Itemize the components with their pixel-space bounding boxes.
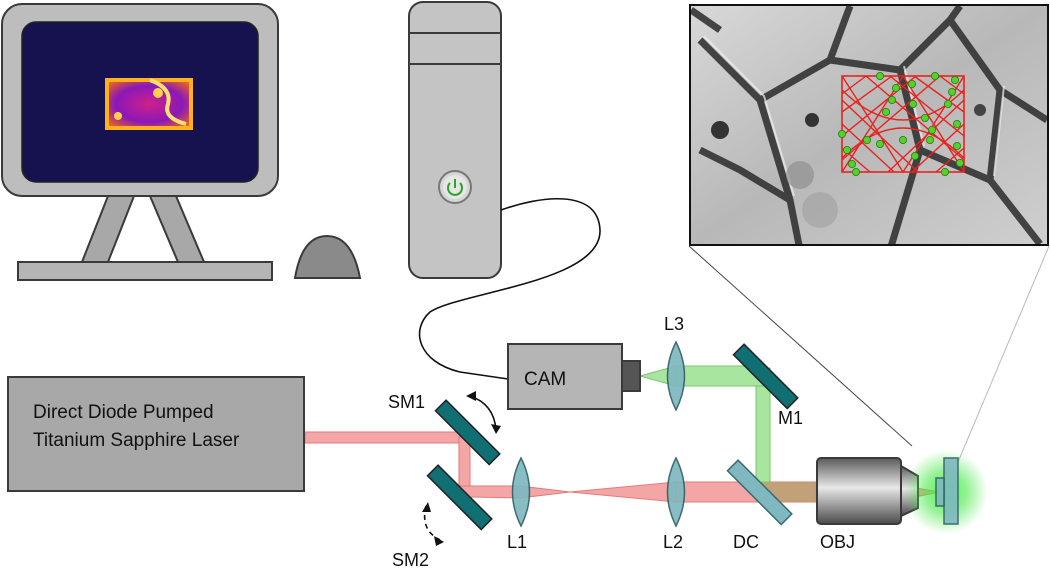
sm1-arrowhead-top (466, 391, 476, 401)
emission-beam (638, 365, 771, 483)
label-l2: L2 (663, 532, 683, 552)
sm2-arrowhead-top (422, 502, 431, 512)
lens-l1 (511, 456, 531, 528)
label-l3: L3 (664, 314, 684, 334)
label-obj: OBJ (820, 532, 855, 552)
dichroic-dc (726, 459, 793, 526)
scan-mirror-sm2 (426, 464, 493, 531)
lens-l2 (666, 456, 686, 528)
monitor-icon (1, 3, 279, 281)
thermal-image (105, 78, 193, 130)
power-icon (438, 170, 472, 204)
label-l1: L1 (507, 532, 527, 552)
laser-box: Direct Diode Pumped Titanium Sapphire La… (7, 376, 305, 492)
sm1-arrowhead-bottom (491, 424, 501, 434)
sample-holder (935, 457, 959, 525)
label-sm1: SM1 (388, 392, 425, 412)
lens-l3 (666, 340, 686, 412)
objective-obj (816, 457, 919, 525)
label-dc: DC (733, 532, 759, 552)
mouse-icon (293, 234, 362, 279)
laser-label-line2: Titanium Sapphire Laser (33, 430, 240, 451)
cell-dots (838, 72, 965, 176)
camera-box: CAM (507, 343, 641, 410)
label-sm2: SM2 (392, 550, 429, 570)
mirror-m1 (732, 343, 799, 410)
camera-label: CAM (524, 369, 566, 390)
scan-mirror-sm1 (434, 399, 501, 466)
label-m1: M1 (778, 408, 803, 428)
desktop-tower-icon (408, 1, 502, 279)
sm2-arrowhead-bottom (434, 536, 444, 546)
camera-cable (418, 198, 601, 380)
zoom-line-left (688, 245, 913, 447)
zoom-line-right (957, 245, 1050, 463)
laser-label-line1: Direct Diode Pumped (33, 402, 214, 423)
microscope-image (689, 4, 1049, 246)
